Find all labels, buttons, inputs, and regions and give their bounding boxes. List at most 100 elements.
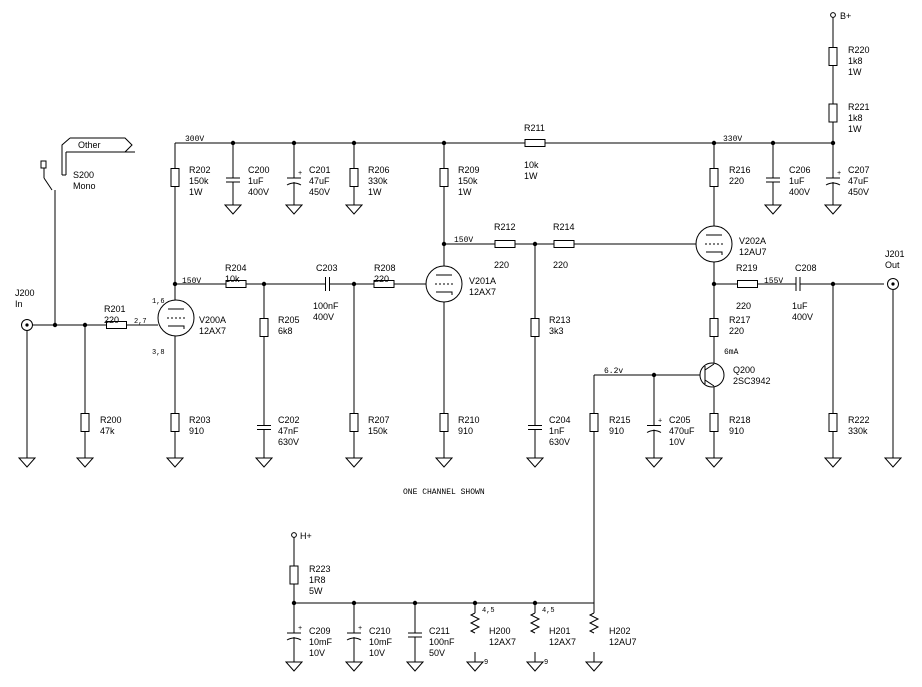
ground-symbol bbox=[584, 661, 604, 672]
s200-ref: S200 bbox=[73, 170, 94, 180]
C210-symbol-plate bbox=[346, 637, 362, 641]
r205-value: 6k8 bbox=[278, 326, 293, 336]
ground-symbol bbox=[883, 457, 903, 468]
wires bbox=[26, 15, 894, 662]
ground-symbol bbox=[344, 661, 364, 672]
c203-ref: C203 bbox=[316, 263, 338, 273]
r203-value: 910 bbox=[189, 426, 204, 436]
v300-label: 300V bbox=[185, 135, 204, 144]
h201-pin-top: 4,5 bbox=[542, 607, 555, 615]
h201-value: 12AX7 bbox=[549, 637, 576, 647]
s200-label: Mono bbox=[73, 181, 96, 191]
v200a-ref: V200A bbox=[199, 315, 226, 325]
c203-value: 100nF bbox=[313, 301, 339, 311]
r211-rating: 1W bbox=[524, 171, 538, 181]
r222-ref: R222 bbox=[848, 415, 870, 425]
r202-value: 150k bbox=[189, 176, 209, 186]
R216-body bbox=[709, 168, 719, 187]
c204-rating: 630V bbox=[549, 437, 570, 447]
r215-ref: R215 bbox=[609, 415, 631, 425]
r203-ref: R203 bbox=[189, 415, 211, 425]
r219-ref: R219 bbox=[736, 263, 758, 273]
R203-body bbox=[170, 413, 180, 432]
r212-ref: R212 bbox=[494, 222, 516, 232]
c211-rating: 50V bbox=[429, 648, 445, 658]
V200A-tube-cathode bbox=[168, 325, 185, 329]
h202-value: 12AU7 bbox=[609, 637, 637, 647]
c200-ref: C200 bbox=[248, 165, 270, 175]
c209-ref: C209 bbox=[309, 626, 331, 636]
c207-value: 47uF bbox=[848, 176, 869, 186]
r211-ref: R211 bbox=[524, 123, 545, 133]
r204-value: 10k bbox=[225, 274, 240, 284]
c211-value: 100nF bbox=[429, 637, 455, 647]
v62-label: 6.2v bbox=[604, 367, 623, 376]
c201-rating: 450V bbox=[309, 187, 330, 197]
r209-rating: 1W bbox=[458, 187, 472, 197]
S200-contact bbox=[40, 160, 47, 169]
polarity-mark: + bbox=[298, 625, 302, 633]
ground-symbol bbox=[344, 204, 364, 215]
ground-symbol bbox=[823, 457, 843, 468]
polarity-mark: + bbox=[298, 170, 302, 178]
R201-body bbox=[106, 321, 127, 329]
v200a-value: 12AX7 bbox=[199, 326, 226, 336]
bplus-terminal bbox=[830, 12, 836, 18]
r217-value: 220 bbox=[729, 326, 744, 336]
J201-pin bbox=[891, 282, 895, 286]
ground-symbol bbox=[704, 457, 724, 468]
r223-ref: R223 bbox=[309, 564, 331, 574]
R219-body bbox=[737, 280, 758, 288]
j200-label: In bbox=[15, 299, 23, 309]
ground-symbol bbox=[525, 661, 545, 672]
j201-ref: J201 bbox=[885, 249, 905, 259]
h201-ref: H201 bbox=[549, 626, 571, 636]
wire bbox=[70, 137, 133, 153]
C205-symbol-plate bbox=[646, 430, 662, 433]
c205-ref: C205 bbox=[669, 415, 691, 425]
r202-rating: 1W bbox=[189, 187, 203, 197]
r223-value: 1R8 bbox=[309, 575, 326, 585]
c210-value: 10mF bbox=[369, 637, 393, 647]
c208-rating: 400V bbox=[792, 312, 813, 322]
H201-heater bbox=[529, 612, 541, 634]
c200-value: 1uF bbox=[248, 176, 264, 186]
c202-ref: C202 bbox=[278, 415, 300, 425]
c210-rating: 10V bbox=[369, 648, 385, 658]
one-channel-note: ONE CHANNEL SHOWN bbox=[403, 488, 485, 497]
c207-rating: 450V bbox=[848, 187, 869, 197]
r217-ref: R217 bbox=[729, 315, 751, 325]
q200-ref: Q200 bbox=[733, 365, 755, 375]
R213-body bbox=[530, 318, 540, 337]
R209-body bbox=[439, 168, 449, 187]
R200-body bbox=[80, 413, 90, 432]
r215-value: 910 bbox=[609, 426, 624, 436]
v202a-value: 12AU7 bbox=[739, 247, 767, 257]
c211-ref: C211 bbox=[429, 626, 450, 636]
bplus-label: B+ bbox=[840, 11, 851, 21]
Q200-transistor bbox=[699, 362, 725, 388]
H202-heater bbox=[588, 612, 600, 634]
J200-pin bbox=[25, 323, 29, 327]
r214-value: 220 bbox=[553, 260, 568, 270]
r214-ref: R214 bbox=[553, 222, 575, 232]
other-label: Other bbox=[78, 140, 101, 150]
c205-value: 470uF bbox=[669, 426, 695, 436]
R222-body bbox=[828, 413, 838, 432]
h200-pin-bot: 9 bbox=[484, 659, 488, 667]
wire bbox=[61, 137, 71, 175]
r207-ref: R207 bbox=[368, 415, 390, 425]
i6ma-label: 6mA bbox=[724, 348, 739, 357]
labels: +++++R20047kR201220R202150k1WR203910R204… bbox=[15, 11, 905, 667]
c208-value: 1uF bbox=[792, 301, 808, 311]
ground-symbol bbox=[644, 457, 664, 468]
r220-value: 1k8 bbox=[848, 56, 863, 66]
R223-body bbox=[289, 565, 299, 585]
r218-ref: R218 bbox=[729, 415, 751, 425]
r209-value: 150k bbox=[458, 176, 478, 186]
R214-body bbox=[553, 240, 575, 248]
R206-body bbox=[349, 168, 359, 187]
v200-pin-top: 1,6 bbox=[152, 298, 165, 306]
parts bbox=[17, 12, 903, 672]
v330-label: 330V bbox=[723, 135, 742, 144]
